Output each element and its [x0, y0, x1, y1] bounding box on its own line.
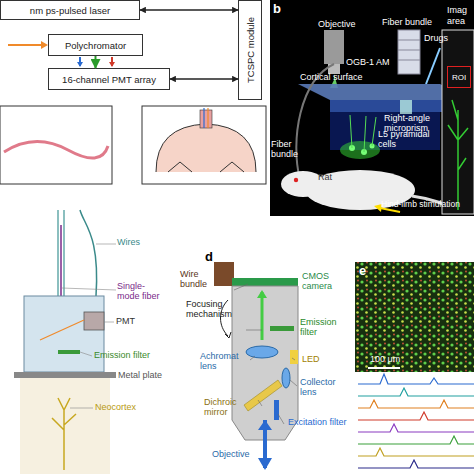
process-box: Polychromator [48, 34, 143, 56]
box-text: ROI [452, 73, 466, 82]
module-box: TCSPC module [238, 0, 262, 100]
part-label: Cortical surface [300, 73, 363, 83]
part-label: L5 pyramidal cells [378, 130, 436, 150]
part-label: Focusing mechanism [186, 300, 234, 320]
part-label: Fiber bundle [382, 18, 432, 28]
detector-box: 16-channel PMT array [48, 68, 170, 90]
roi-box: ROI [447, 66, 471, 88]
signal-arrow [170, 78, 238, 79]
part-label: Emission filter [300, 318, 348, 338]
signal-arrow [95, 56, 97, 68]
part-label: LED [302, 355, 320, 365]
part-label: Drugs [424, 34, 448, 44]
part-label: area [447, 17, 465, 27]
part-label: Neocortex [95, 403, 136, 413]
part-label: Single-mode fiber [117, 282, 167, 302]
part-label: Metal plate [118, 371, 162, 381]
part-label: Dichroic mirror [204, 398, 250, 418]
part-label: CMOS camera [302, 272, 350, 292]
part-label: Rat [318, 173, 332, 183]
box-text: Polychromator [65, 40, 126, 51]
part-label: Wire bundle [180, 270, 214, 290]
part-label: Collector lens [300, 378, 348, 398]
part-label: OGB-1 AM [346, 58, 390, 68]
part-label: 100 μm [370, 355, 400, 365]
box-text: nm ps-pulsed laser [30, 5, 110, 16]
part-label: Objective [318, 20, 356, 30]
part-label: Achromat lens [200, 352, 248, 372]
part-label: Objective [212, 450, 250, 460]
part-label: Hind-limb stimulation [381, 200, 460, 209]
panel-letter: d [205, 250, 213, 264]
part-label: PMT [116, 317, 135, 327]
box-text: TCSPC module [245, 17, 256, 83]
signal-arrow [140, 9, 238, 10]
part-label: Wires [117, 238, 140, 248]
panel-letter: e [359, 264, 366, 278]
panel-letter: b [273, 2, 281, 16]
part-label: Emission filter [94, 351, 150, 361]
part-label: Excitation filter [288, 418, 348, 428]
box-text: 16-channel PMT array [62, 74, 156, 85]
part-label: Imag [447, 6, 467, 16]
laser-box: nm ps-pulsed laser [0, 0, 140, 20]
part-label: Fiber bundle [271, 140, 305, 160]
